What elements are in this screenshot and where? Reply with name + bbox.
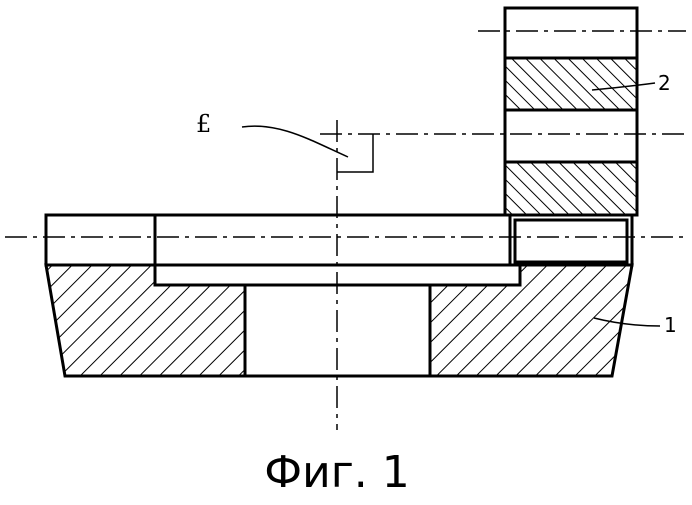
base-body-part-1 bbox=[46, 265, 632, 376]
stack-hatched-block-upper bbox=[505, 58, 637, 110]
symbol-label: £ bbox=[196, 110, 211, 138]
part-2-label: 2 bbox=[658, 71, 671, 95]
stack-hatched-block-lower bbox=[505, 162, 637, 215]
stack-middle-block bbox=[505, 110, 637, 162]
angle-mark bbox=[337, 134, 373, 172]
angle-mark-bracket bbox=[337, 134, 373, 172]
upper-plate bbox=[46, 215, 632, 265]
leader-symbol bbox=[242, 126, 348, 157]
stack-top-block bbox=[505, 8, 637, 58]
vertical-stack-part-2 bbox=[505, 8, 637, 215]
base-left-hatched-section bbox=[46, 265, 245, 376]
figure-caption: Фиг. 1 bbox=[264, 447, 410, 498]
part-1-label: 1 bbox=[664, 313, 677, 337]
plate-outer bbox=[46, 215, 632, 265]
